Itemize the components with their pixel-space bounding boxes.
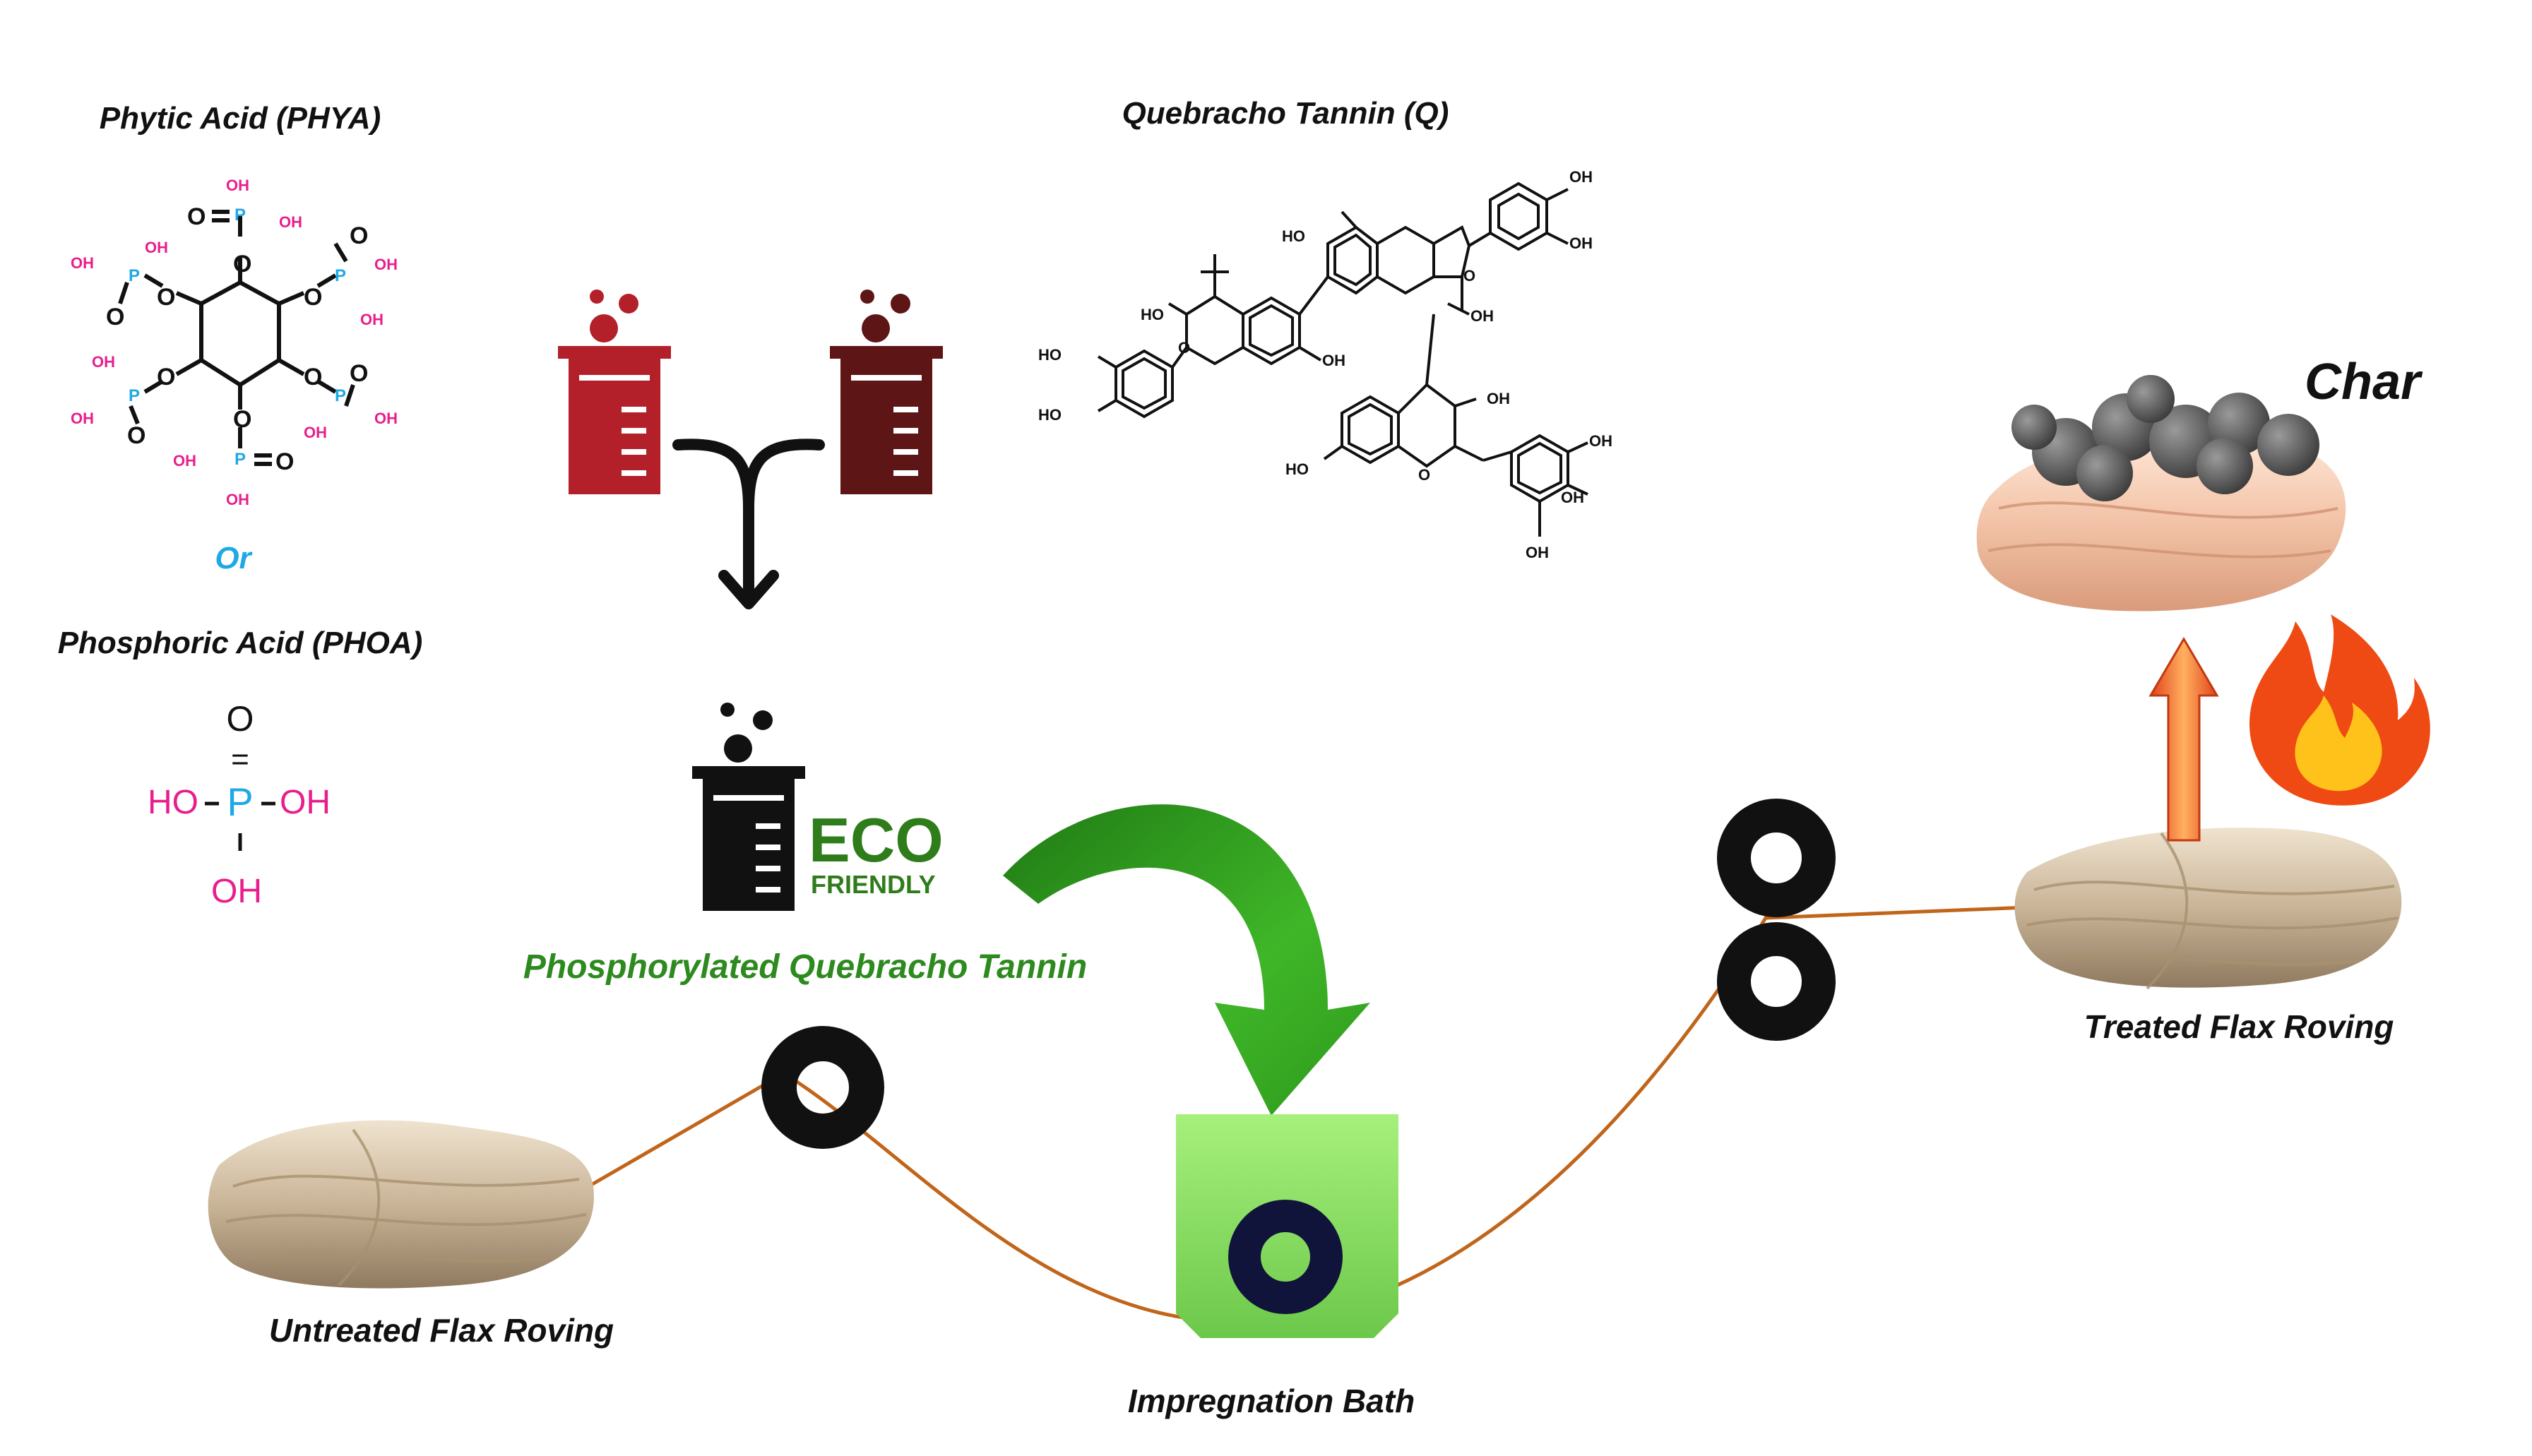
friendly-text: FRIENDLY [811, 870, 936, 899]
oh-group: OH [145, 239, 168, 256]
oh-group: OH [1470, 307, 1494, 325]
roller-icon [1228, 1200, 1343, 1314]
o-atom: O [350, 222, 368, 249]
flax-roving-icon [2014, 828, 2402, 990]
char-label: Char [2305, 354, 2423, 410]
roller-icon [1717, 799, 1836, 917]
or-label: Or [215, 541, 253, 575]
oh-group: OH [1561, 489, 1584, 506]
phytic-acid-structure [118, 210, 355, 466]
o-atom: O [187, 203, 206, 230]
p-atom: P [335, 266, 346, 285]
ho-group: HO [148, 784, 198, 821]
o-atom: O [1418, 466, 1430, 484]
merge-arrow-icon [672, 438, 825, 609]
roller-icon [1717, 922, 1836, 1041]
ho-group: HO [1285, 460, 1309, 478]
o-atom: O [304, 284, 322, 311]
oh-group: OH [1487, 390, 1510, 407]
o-atom: O [127, 422, 145, 449]
o-atom: O [1463, 267, 1475, 285]
oh-group: OH [1569, 234, 1593, 252]
o-atom: O [1178, 339, 1190, 357]
impregnation-bath-label: Impregnation Bath [1128, 1383, 1415, 1419]
phosphorylated-label: Phosphorylated Quebracho Tannin [523, 948, 1087, 986]
oh-group: OH [374, 256, 398, 273]
oh-group: OH [1589, 432, 1612, 450]
o-atom: O [233, 251, 251, 278]
oh-group: OH [211, 873, 262, 910]
beaker-icon [830, 290, 943, 494]
oh-group: OH [1569, 168, 1593, 186]
quebracho-tannin-title: Quebracho Tannin (Q) [1122, 96, 1449, 131]
o-atom: O [275, 448, 294, 475]
ho-group: HO [1038, 346, 1062, 364]
up-arrow-icon [2148, 637, 2219, 842]
flax-roving-icon [208, 1120, 594, 1289]
quebracho-atoms: OH OH HO O OH HO O OH HO HO OH O HO OH O… [1038, 168, 1612, 561]
oh-group: OH [92, 353, 115, 371]
o-atom: O [227, 699, 254, 739]
phytic-acid-title: Phytic Acid (PHYA) [100, 101, 381, 136]
oh-group: OH [279, 213, 302, 231]
oh-group: OH [226, 177, 249, 194]
oh-group: OH [71, 254, 94, 272]
flame-icon [2249, 614, 2430, 806]
double-bond: = [231, 742, 249, 777]
phosphoric-acid-title: Phosphoric Acid (PHOA) [58, 626, 423, 660]
oh-group: OH [374, 410, 398, 427]
o-atom: O [157, 284, 175, 311]
p-atom: P [129, 386, 140, 405]
p-atom: P [227, 780, 253, 824]
oh-group: OH [173, 452, 196, 470]
phosphoric-acid-structure: O = HO P OH OH [148, 699, 331, 910]
o-atom: O [157, 364, 175, 390]
p-atom: P [129, 266, 140, 285]
ho-group: HO [1282, 227, 1305, 245]
oh-group: OH [280, 784, 331, 821]
treated-flax-label: Treated Flax Roving [2084, 1008, 2394, 1045]
inositol-ring [199, 280, 281, 388]
beaker-icon [558, 290, 671, 494]
oh-group: OH [1526, 544, 1549, 561]
roller-icon [761, 1026, 884, 1149]
oh-group: OH [226, 491, 249, 508]
ho-group: HO [1038, 406, 1062, 424]
p-atom: P [234, 450, 246, 469]
p-atom: P [234, 205, 246, 225]
green-curved-arrow [1003, 804, 1370, 1116]
oh-group: OH [1322, 352, 1345, 369]
o-atom: O [350, 360, 368, 387]
o-atom: O [106, 304, 124, 330]
oh-group: OH [360, 311, 384, 328]
eco-beaker-icon [692, 703, 805, 911]
o-atom: O [304, 364, 322, 390]
ho-group: HO [1141, 306, 1164, 323]
eco-text: ECO [809, 805, 944, 875]
untreated-flax-label: Untreated Flax Roving [269, 1312, 614, 1349]
oh-group: OH [71, 410, 94, 427]
char-stones-icon [1976, 375, 2346, 611]
quebracho-tannin-structure [1097, 181, 1588, 537]
phytic-atoms: O O O O O O O O O O O O P P P P P P OH O… [71, 177, 398, 508]
oh-group: OH [304, 424, 327, 441]
o-atom: O [233, 406, 251, 433]
p-atom: P [335, 386, 346, 405]
